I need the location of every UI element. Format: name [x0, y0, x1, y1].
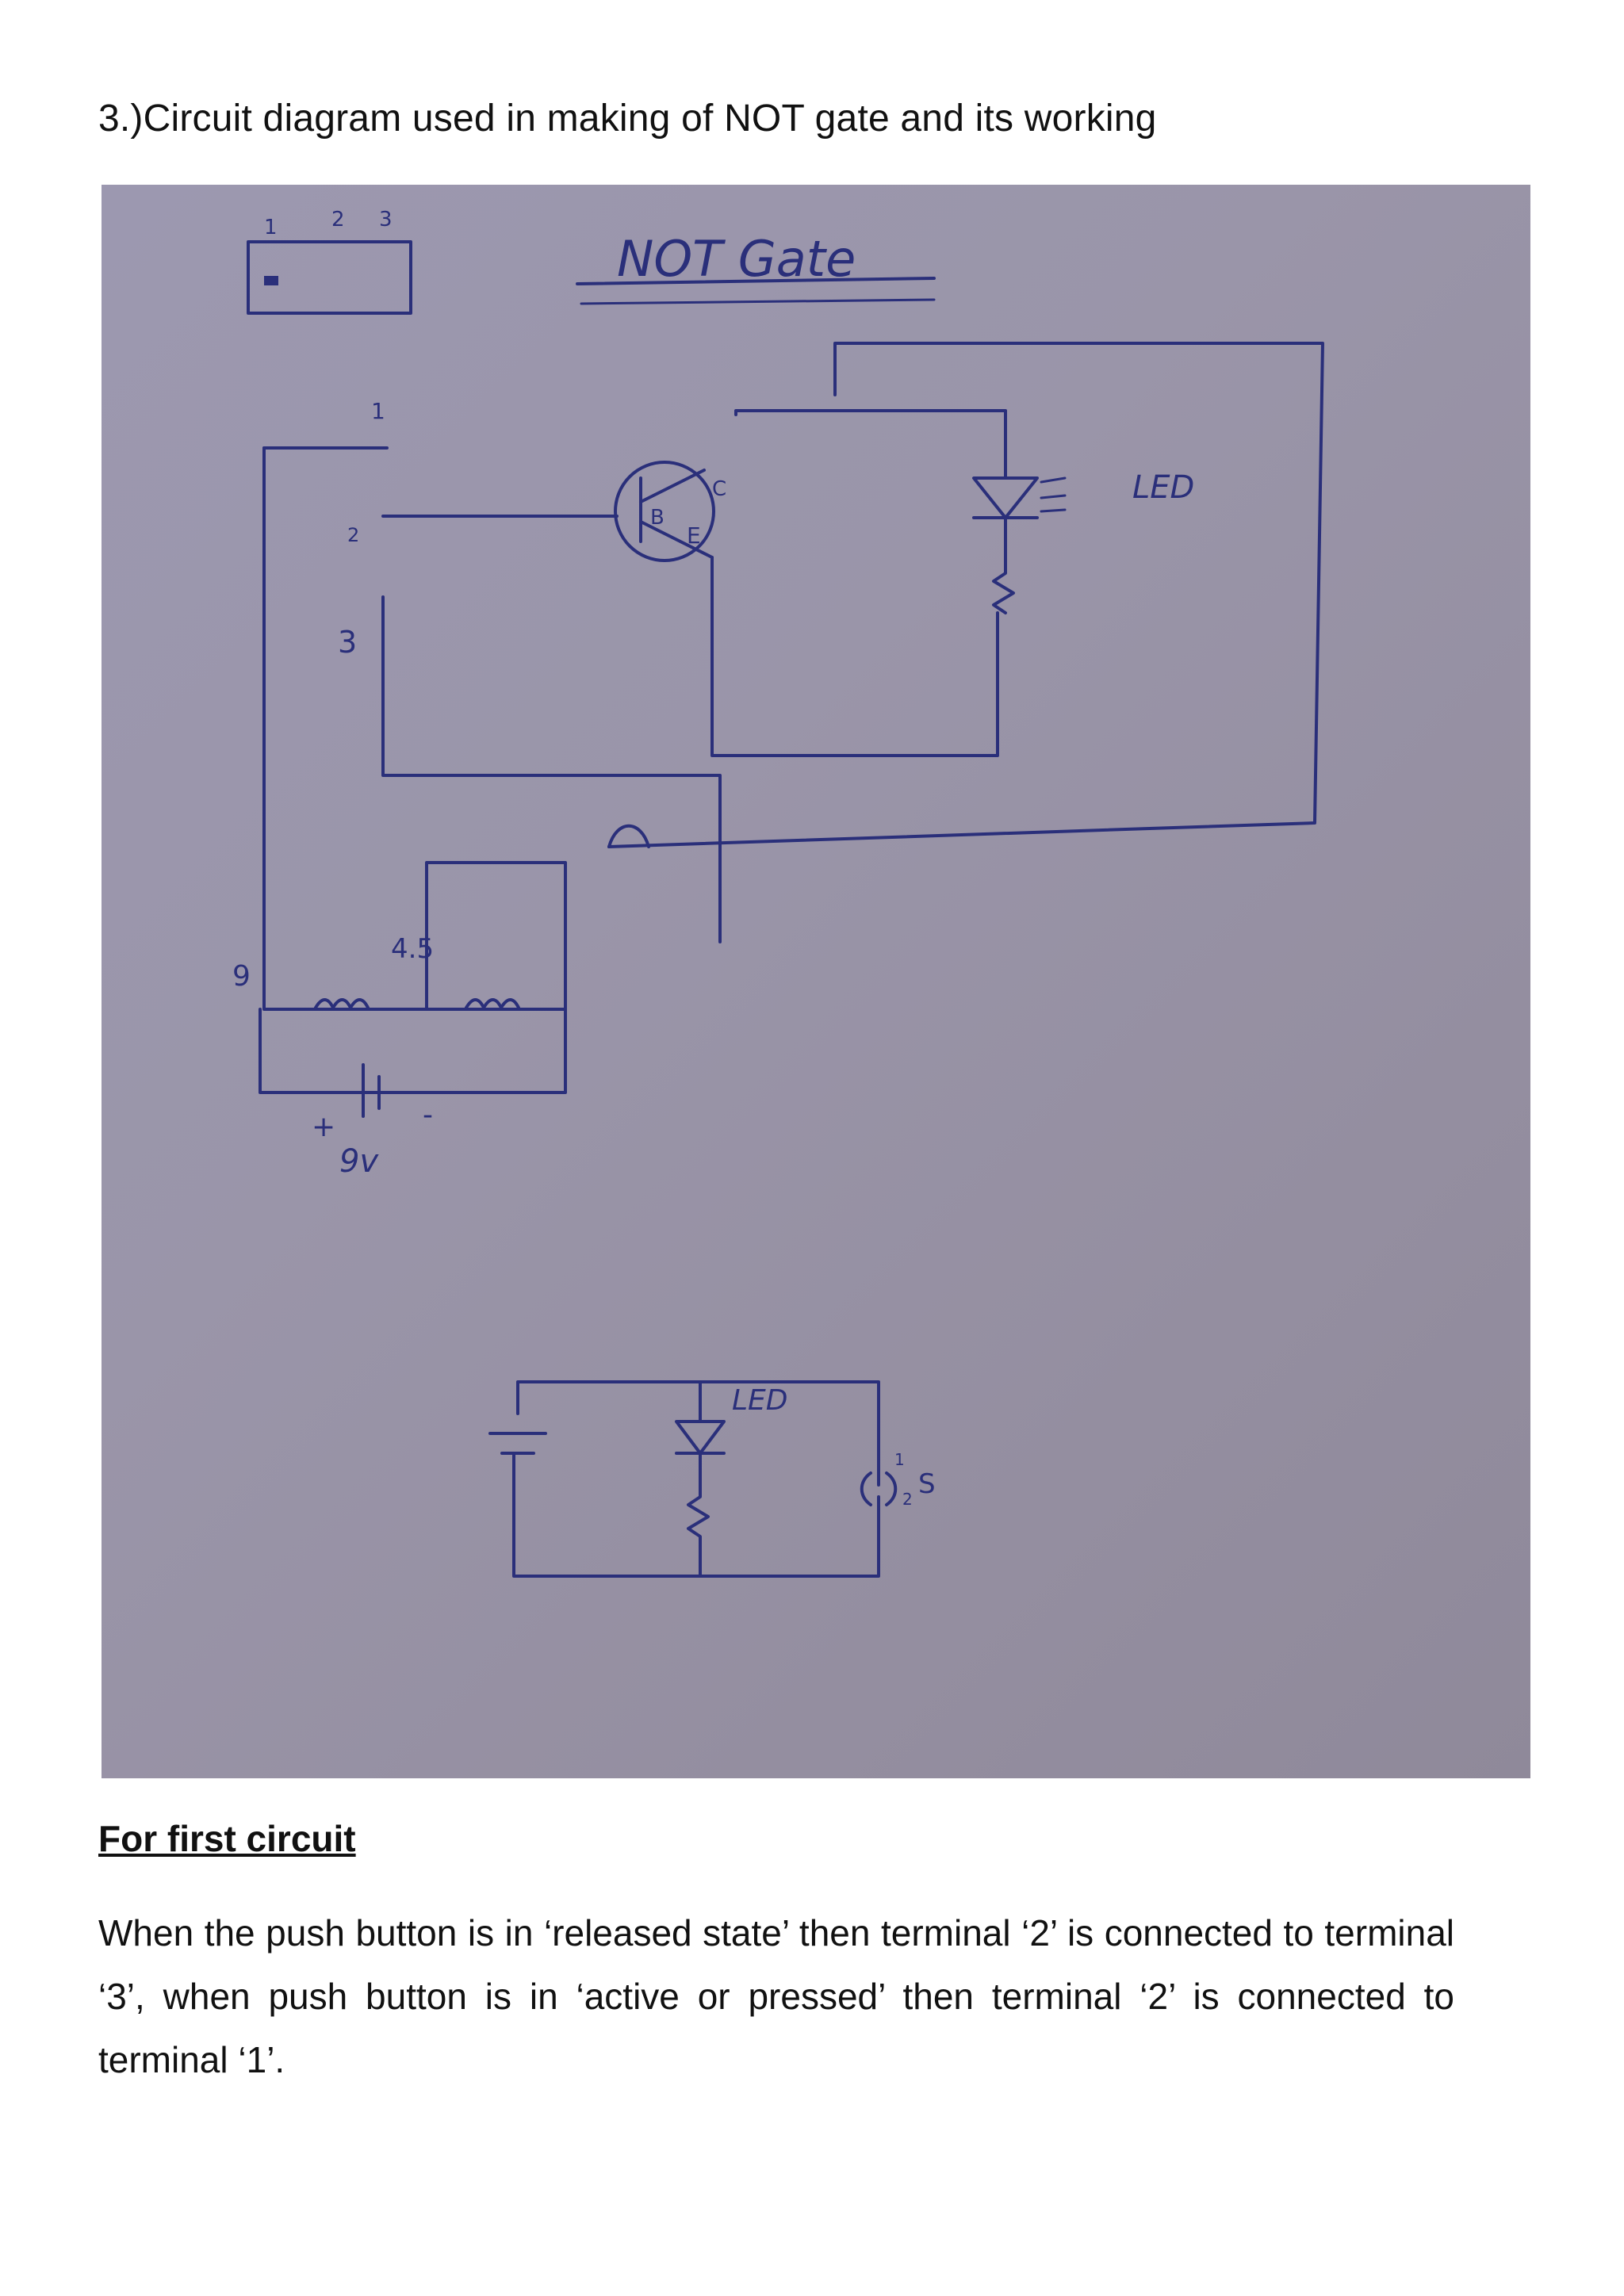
resistor-1: [314, 998, 370, 1009]
transistor-b-label: B: [650, 506, 665, 530]
led-label-top: LED: [1132, 469, 1194, 506]
resistor-value-label: 4.5: [391, 933, 434, 965]
transistor-symbol: [614, 461, 715, 562]
title-underline: [576, 277, 936, 285]
circuit-diagram: NOT Gate 1 2 3 1 2 3 B C E LED 9: [232, 208, 1324, 1578]
page-heading: 3.)Circuit diagram used in making of NOT…: [98, 98, 1157, 140]
switch-2-label: 2: [902, 1490, 913, 1509]
switch-top-label-3: 3: [379, 208, 393, 232]
terminal-3-label: 3: [338, 625, 357, 660]
switch-top-label-1: 1: [264, 216, 278, 239]
push-button-box: [247, 240, 412, 315]
switch-top-label-2: 2: [331, 208, 345, 232]
led-symbol-bottom: [675, 1420, 726, 1455]
second-battery: [488, 1432, 547, 1455]
second-circuit-wire: [512, 1380, 880, 1578]
section-heading: For first circuit: [98, 1818, 356, 1859]
transistor-c-label: C: [712, 477, 726, 501]
battery-plus: +: [312, 1111, 335, 1143]
terminal-3-wire: [381, 595, 722, 943]
battery-label: 9v: [339, 1143, 379, 1180]
switch-s-label: S: [918, 1468, 936, 1500]
top-return-wire: [607, 342, 1324, 848]
battery-minus: -: [423, 1099, 433, 1131]
led-resistor-top: [992, 516, 1015, 614]
switch-1-label: 1: [894, 1450, 905, 1469]
led-symbol-top: [972, 476, 1039, 519]
resistor-2: [465, 998, 520, 1009]
switch-marker: [264, 276, 278, 285]
led-resistor-bottom: [687, 1452, 710, 1578]
wire-crossover: [607, 824, 650, 848]
left-loop-wire: [259, 446, 567, 1094]
led-label-bottom: LED: [732, 1384, 788, 1417]
figure-title: NOT Gate: [617, 230, 856, 288]
divider-wire: [425, 861, 567, 1011]
led-rays-top: [1040, 476, 1067, 513]
node-9-label: 9: [232, 960, 251, 993]
emitter-wire: [710, 556, 999, 757]
circuit-photo: NOT Gate 1 2 3 1 2 3 B C E LED 9: [102, 185, 1530, 1778]
push-switch-bottom: [860, 1471, 898, 1506]
terminal-2-label: 2: [347, 524, 359, 546]
collector-wire: [734, 409, 1007, 480]
transistor-e-label: E: [687, 522, 701, 549]
terminal-1-label: 1: [371, 398, 385, 424]
body-paragraph: When the push button is in ‘released sta…: [98, 1912, 1454, 2080]
battery-symbol: [362, 1063, 381, 1118]
title-underline-2: [580, 298, 936, 305]
transistor-leads: [639, 469, 714, 559]
